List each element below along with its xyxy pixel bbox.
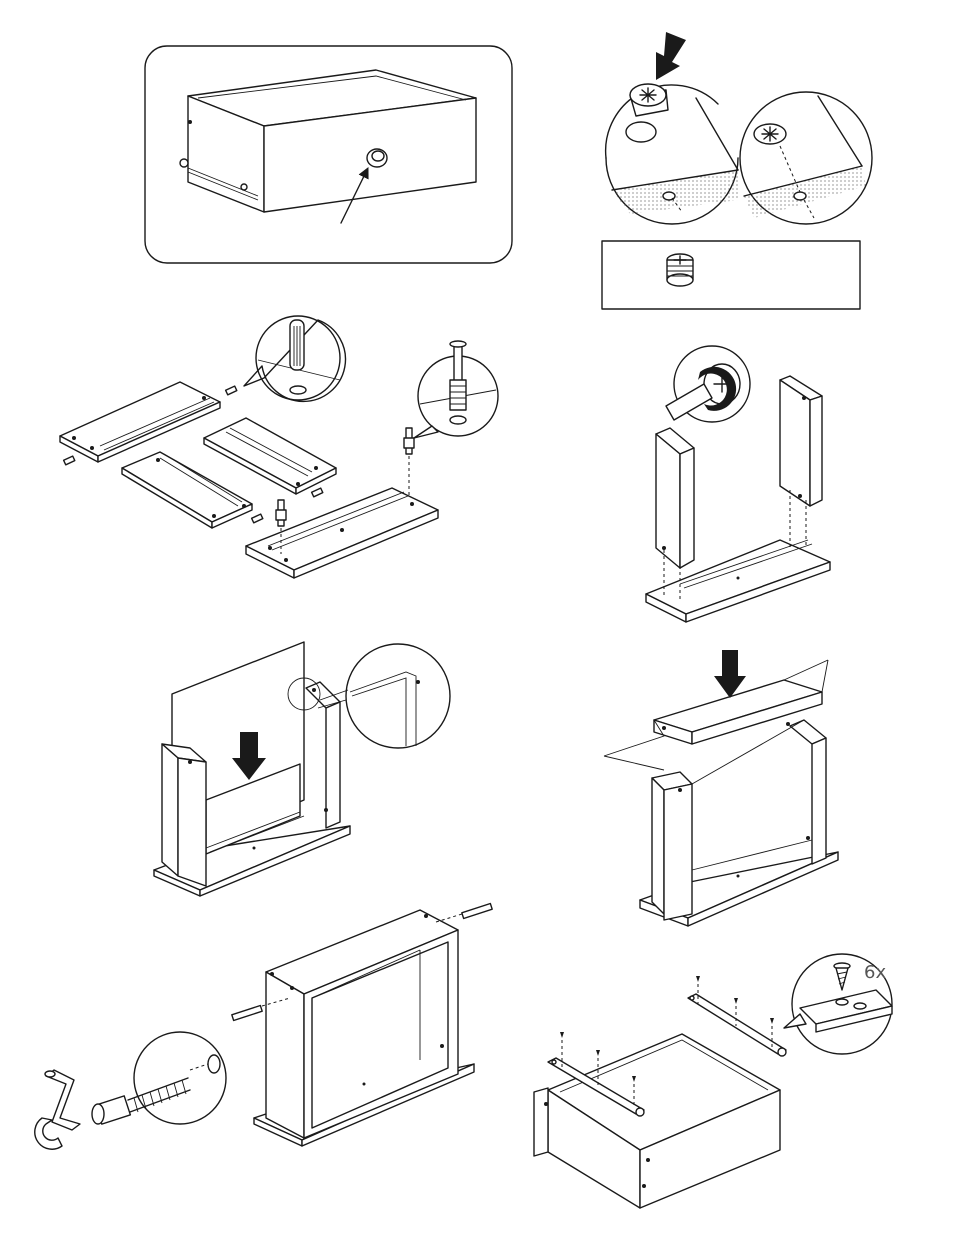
cam-lock-icon: [630, 84, 668, 116]
knob-icon: [367, 149, 387, 167]
side-right-2: [306, 682, 340, 828]
step-top-panel: [604, 650, 838, 926]
hardware-box: [602, 241, 860, 309]
arrow-down-icon: [656, 32, 686, 80]
cam-fitting-icon: [667, 254, 693, 286]
panel-mid-left: [122, 452, 252, 528]
step-back-panel: [154, 642, 450, 896]
step-drawer-knob: [145, 46, 512, 263]
drawer-front: [534, 1088, 548, 1156]
arrow-down-icon: [714, 650, 746, 698]
cabinet-frame-2: [254, 910, 474, 1146]
panel-top-left: [60, 382, 220, 462]
step-dowels-cams: [60, 316, 498, 578]
step-confirmat-screws: [35, 904, 492, 1150]
side-left-2: [162, 744, 206, 886]
detail-circle-left: [606, 85, 738, 224]
panel-bottom: [246, 488, 438, 578]
step-cam-lock: [602, 32, 872, 309]
screw-detail-circle: [134, 1032, 226, 1124]
dowel-detail-circle: [244, 316, 345, 401]
cabinet-frame: [640, 720, 838, 926]
drawer-box: [534, 1034, 780, 1208]
screw-detail-circle: 6x: [784, 954, 892, 1054]
side-panel-right: [780, 376, 822, 548]
drawer-illustration: [180, 70, 476, 212]
step-side-panels: [646, 346, 830, 622]
cam-bolt-detail-circle: [414, 341, 498, 438]
step-drawer-slides: 6x: [534, 954, 892, 1208]
screw-icon: [834, 963, 850, 990]
panel-mid-right: [204, 418, 336, 494]
side-panel-left: [656, 428, 694, 600]
detail-circle-right: [740, 92, 872, 224]
screw-count: 6x: [864, 962, 886, 983]
screwdriver-detail-circle: [666, 346, 750, 422]
cam-lock-top-icon: [754, 124, 786, 144]
